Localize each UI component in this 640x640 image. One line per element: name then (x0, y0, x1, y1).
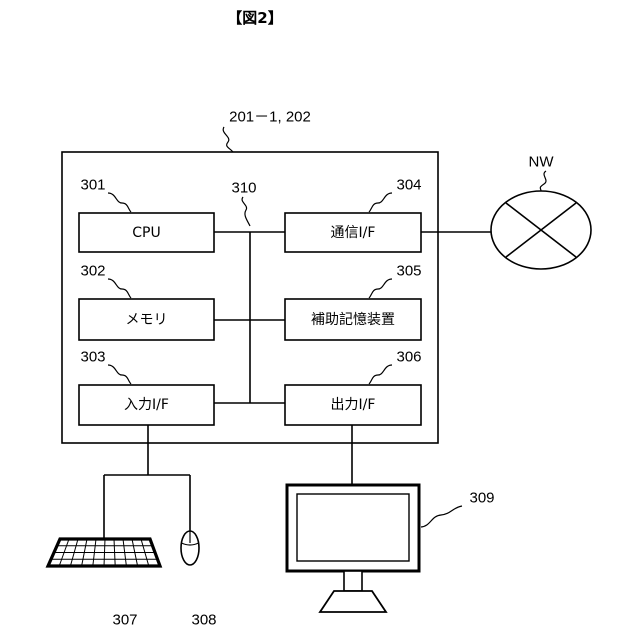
network-label-leader (540, 171, 546, 191)
monitor-icon (287, 485, 419, 612)
bus-ref: 310 (231, 180, 256, 197)
memory-ref: 302 (80, 263, 105, 280)
monitor-screen (297, 494, 409, 561)
output-if-label: 出力I/F (331, 397, 376, 413)
device-label: 201－1, 202 (229, 109, 311, 126)
storage-ref: 305 (396, 263, 421, 280)
keyboard-ref: 307 (112, 612, 137, 629)
keyboard-icon (48, 539, 160, 566)
output-if-ref: 306 (396, 349, 421, 366)
comm-if-ref: 304 (396, 177, 421, 194)
device-label-leader (223, 127, 233, 152)
mouse-icon (181, 531, 199, 565)
cpu-ref: 301 (80, 177, 105, 194)
mouse-ref: 308 (191, 612, 216, 629)
input-if-label: 入力I/F (124, 397, 169, 413)
memory-label: メモリ (126, 312, 168, 328)
input-if-ref: 303 (80, 349, 105, 366)
monitor-base (320, 591, 386, 612)
cpu-label: CPU (132, 225, 160, 241)
monitor-neck (344, 571, 362, 591)
storage-label: 補助記憶装置 (311, 311, 395, 328)
network-label: NW (529, 154, 555, 171)
monitor-ref-leader (421, 506, 462, 527)
figure-title: 【図2】 (227, 9, 282, 27)
monitor-ref: 309 (469, 490, 494, 507)
comm-if-label: 通信I/F (331, 225, 376, 241)
